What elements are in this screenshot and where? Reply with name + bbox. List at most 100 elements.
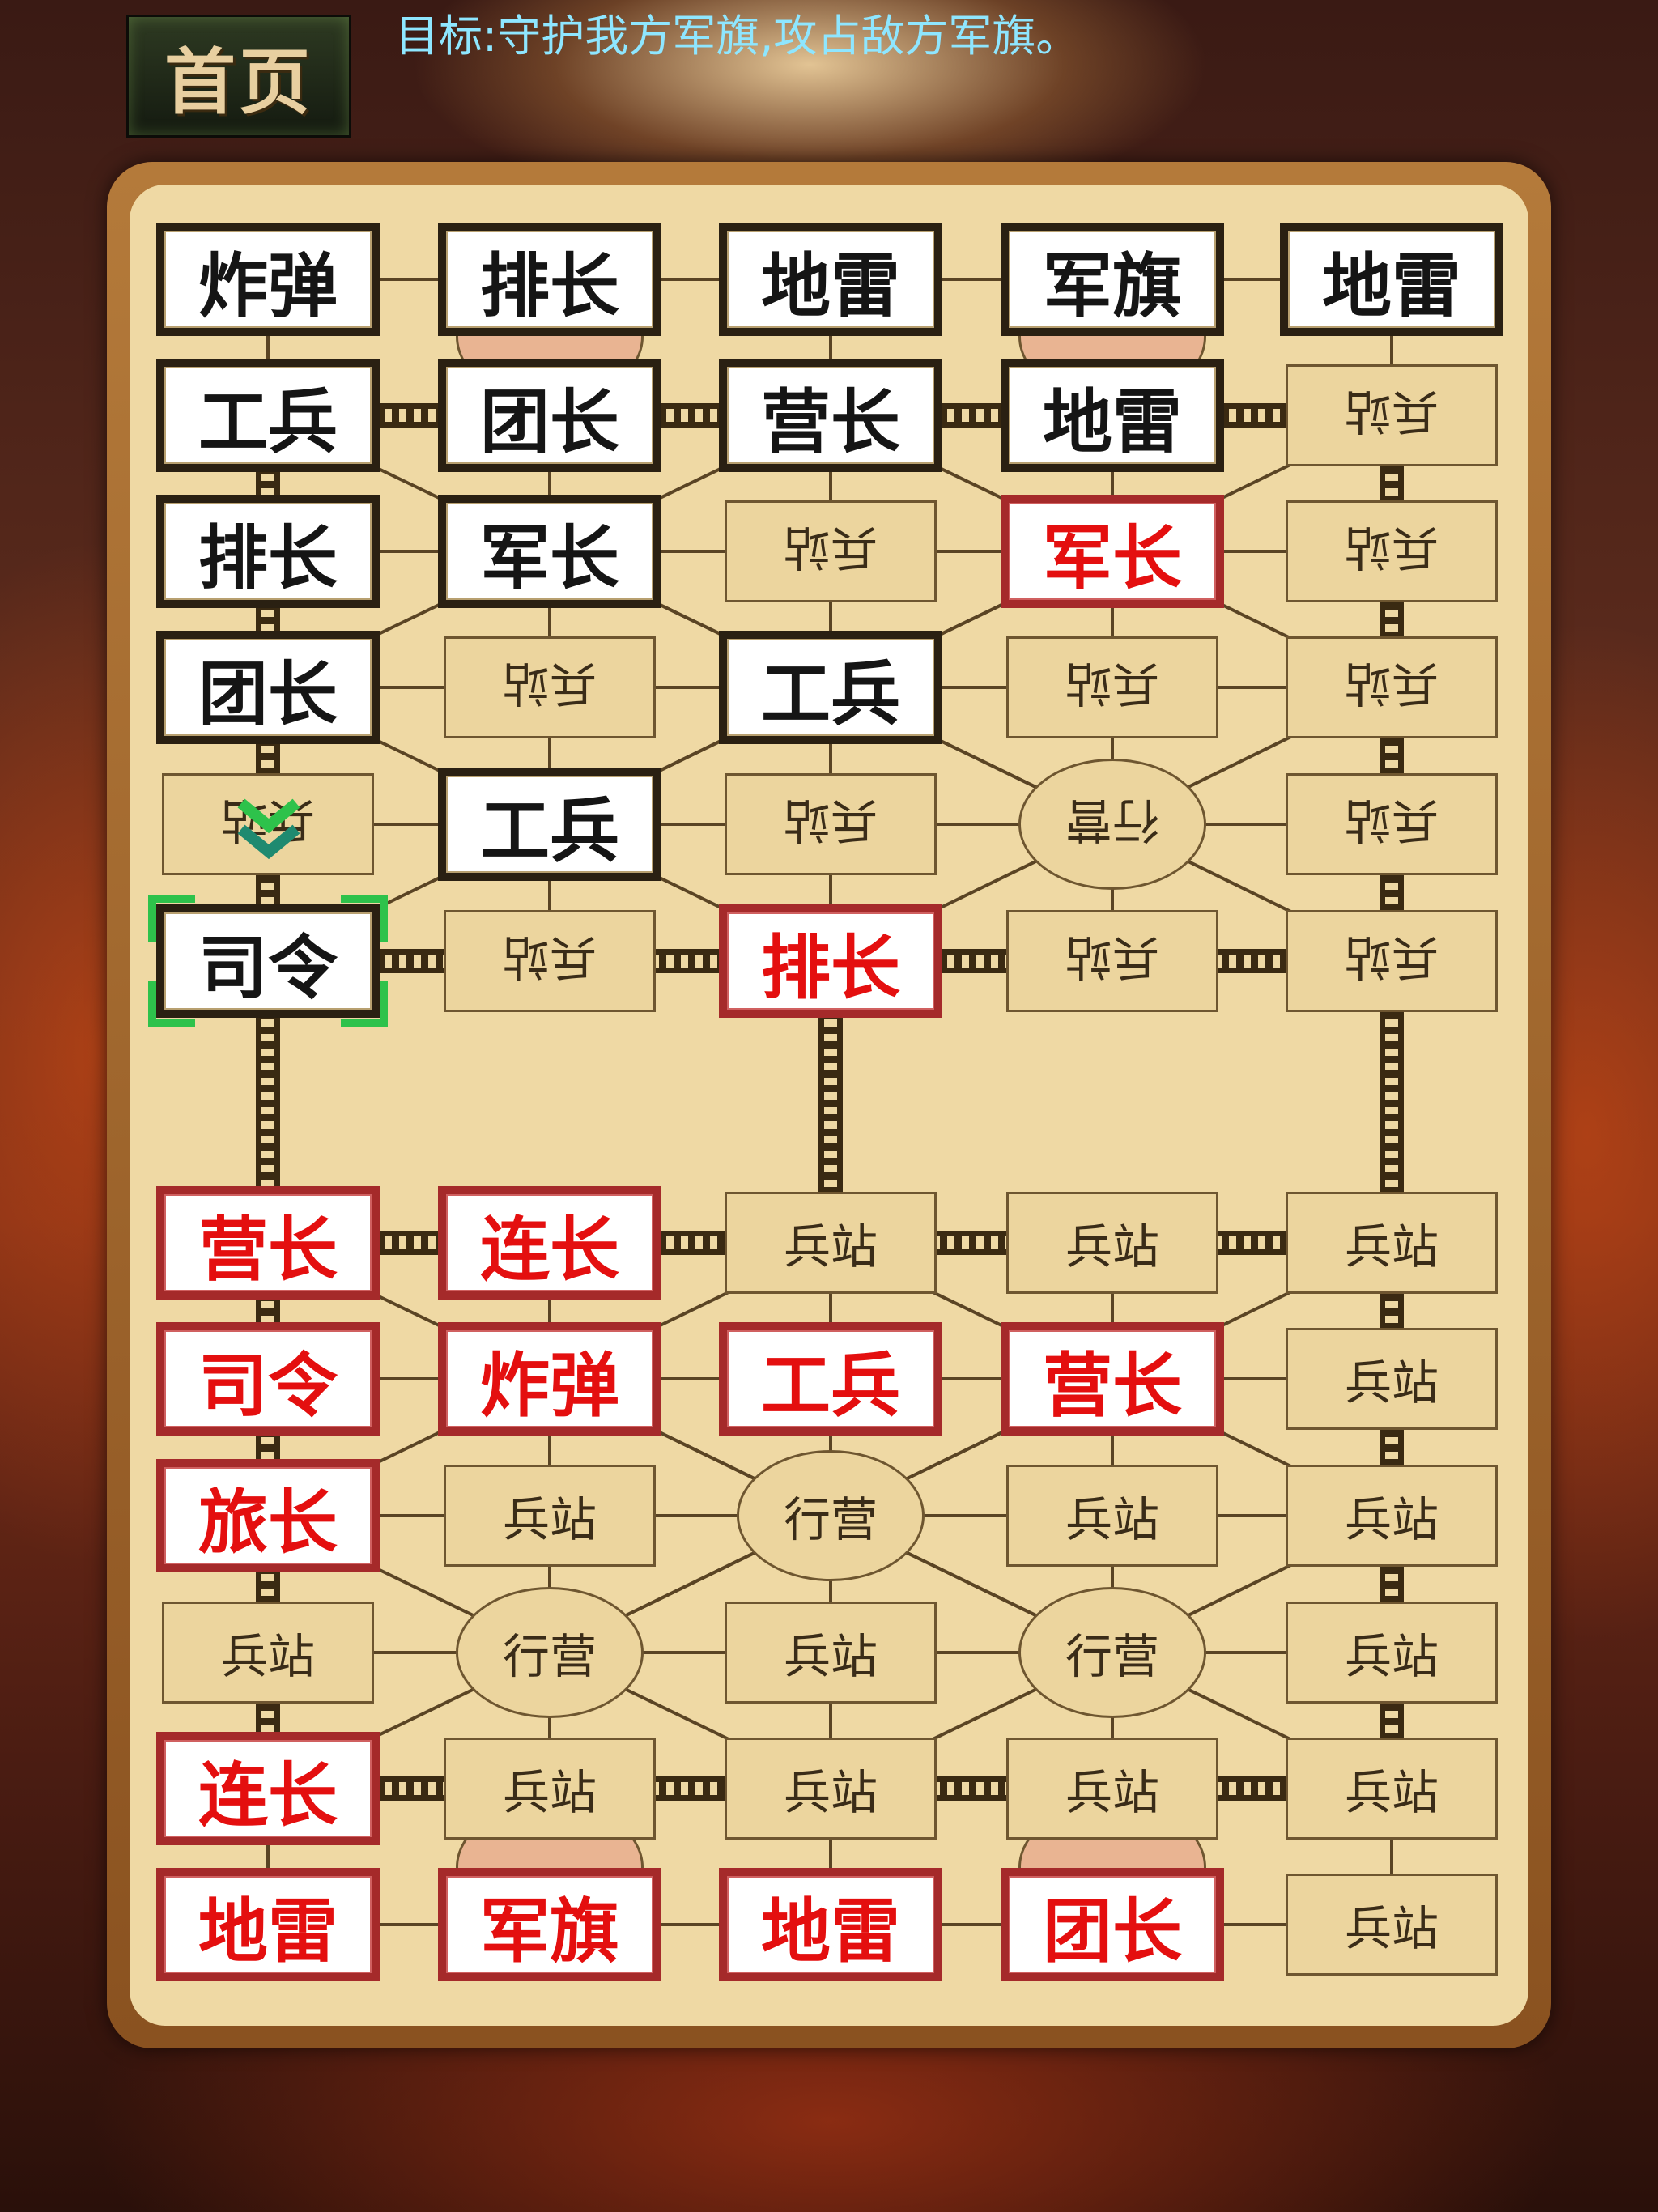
station[interactable]: 兵站 (1286, 500, 1498, 602)
cell-label: 兵站 (1344, 384, 1439, 439)
enemy-piece[interactable]: 地雷 (719, 223, 942, 336)
piece-label: 地雷 (761, 1890, 900, 1972)
selection-corner (341, 895, 388, 942)
cell-label: 兵站 (1065, 1492, 1159, 1547)
station[interactable]: 兵站 (1286, 1328, 1498, 1430)
piece-label: 地雷 (1322, 245, 1461, 327)
cell-label: 行营 (1065, 793, 1159, 848)
cell-label: 兵站 (220, 1629, 315, 1684)
cell-label: 兵站 (783, 1219, 878, 1274)
station[interactable]: 兵站 (725, 500, 937, 602)
cell-label: 兵站 (502, 929, 597, 985)
station[interactable]: 兵站 (1286, 1465, 1498, 1567)
station[interactable]: 兵站 (1286, 1738, 1498, 1840)
cell-label: 兵站 (502, 656, 597, 711)
cell-label: 兵站 (1344, 656, 1439, 711)
selection-corner (341, 981, 388, 1027)
station[interactable]: 兵站 (1006, 910, 1218, 1012)
piece-label: 团长 (1043, 1890, 1182, 1972)
enemy-piece[interactable]: 司令 (156, 904, 380, 1018)
enemy-piece[interactable]: 排长 (156, 495, 380, 608)
station[interactable]: 兵站 (725, 1602, 937, 1704)
enemy-piece[interactable]: 地雷 (1280, 223, 1503, 336)
enemy-piece[interactable]: 工兵 (156, 359, 380, 472)
cell-label: 兵站 (783, 1629, 878, 1684)
enemy-piece[interactable]: 地雷 (1001, 359, 1224, 472)
enemy-piece[interactable]: 团长 (438, 359, 661, 472)
player-piece[interactable]: 军旗 (438, 1868, 661, 1981)
camp[interactable]: 行营 (1018, 759, 1206, 890)
camp[interactable]: 行营 (456, 1587, 644, 1718)
station[interactable]: 兵站 (1286, 364, 1498, 466)
station[interactable]: 兵站 (1006, 1738, 1218, 1840)
cell-label: 兵站 (502, 1765, 597, 1820)
station[interactable]: 兵站 (725, 773, 937, 875)
cell-label: 兵站 (1344, 1765, 1439, 1820)
piece-label: 军长 (1043, 517, 1182, 599)
objective-text: 目标:守护我方军旗,攻占敌方军旗。 (395, 11, 1080, 62)
station[interactable]: 兵站 (1286, 910, 1498, 1012)
cell-label: 兵站 (783, 520, 878, 575)
piece-label: 团长 (198, 653, 338, 735)
cell-label: 兵站 (1065, 1219, 1159, 1274)
player-piece[interactable]: 营长 (1001, 1322, 1224, 1436)
cell-label: 兵站 (1344, 1901, 1439, 1956)
piece-label: 排长 (480, 245, 619, 327)
station[interactable]: 兵站 (444, 636, 656, 738)
player-piece[interactable]: 排长 (719, 904, 942, 1018)
piece-label: 地雷 (761, 245, 900, 327)
cell-label: 兵站 (1344, 1355, 1439, 1410)
station[interactable]: 兵站 (1286, 1602, 1498, 1704)
camp[interactable]: 行营 (1018, 1587, 1206, 1718)
piece-label: 军旗 (480, 1890, 619, 1972)
piece-label: 军长 (480, 517, 619, 599)
station[interactable]: 兵站 (162, 1602, 374, 1704)
piece-label: 地雷 (198, 1890, 338, 1972)
piece-label: 营长 (198, 1208, 338, 1291)
station[interactable]: 兵站 (1286, 636, 1498, 738)
station[interactable]: 兵站 (1286, 1874, 1498, 1976)
cell-label: 兵站 (1344, 520, 1439, 575)
player-piece[interactable]: 司令 (156, 1322, 380, 1436)
station[interactable]: 兵站 (1006, 636, 1218, 738)
double-chevron-down-icon (237, 798, 300, 860)
home-button[interactable]: 首页 (126, 15, 351, 138)
cell-label: 行营 (502, 1629, 597, 1684)
player-piece[interactable]: 旅长 (156, 1459, 380, 1572)
enemy-piece[interactable]: 工兵 (719, 631, 942, 744)
enemy-piece[interactable]: 军旗 (1001, 223, 1224, 336)
player-piece[interactable]: 炸弹 (438, 1322, 661, 1436)
station[interactable]: 兵站 (444, 1738, 656, 1840)
enemy-piece[interactable]: 炸弹 (156, 223, 380, 336)
station[interactable]: 兵站 (725, 1738, 937, 1840)
camp[interactable]: 行营 (737, 1450, 925, 1581)
piece-label: 炸弹 (198, 245, 338, 327)
player-piece[interactable]: 团长 (1001, 1868, 1224, 1981)
enemy-piece[interactable]: 营长 (719, 359, 942, 472)
cell-label: 行营 (1065, 1629, 1159, 1684)
player-piece[interactable]: 营长 (156, 1186, 380, 1300)
station[interactable]: 兵站 (444, 1465, 656, 1567)
player-piece[interactable]: 工兵 (719, 1322, 942, 1436)
enemy-piece[interactable]: 工兵 (438, 768, 661, 881)
player-piece[interactable]: 军长 (1001, 495, 1224, 608)
player-piece[interactable]: 地雷 (719, 1868, 942, 1981)
station[interactable]: 兵站 (1006, 1465, 1218, 1567)
piece-label: 旅长 (198, 1481, 338, 1563)
enemy-piece[interactable]: 排长 (438, 223, 661, 336)
player-piece[interactable]: 连长 (156, 1732, 380, 1845)
player-piece[interactable]: 地雷 (156, 1868, 380, 1981)
enemy-piece[interactable]: 团长 (156, 631, 380, 744)
player-piece[interactable]: 连长 (438, 1186, 661, 1300)
station[interactable]: 兵站 (725, 1192, 937, 1294)
selection-corner (148, 981, 195, 1027)
cell-label: 兵站 (1344, 929, 1439, 985)
cell-label: 兵站 (1065, 929, 1159, 985)
station[interactable]: 兵站 (1006, 1192, 1218, 1294)
piece-label: 工兵 (198, 381, 338, 463)
station[interactable]: 兵站 (1286, 1192, 1498, 1294)
enemy-piece[interactable]: 军长 (438, 495, 661, 608)
cell-label: 兵站 (1344, 1219, 1439, 1274)
station[interactable]: 兵站 (444, 910, 656, 1012)
station[interactable]: 兵站 (1286, 773, 1498, 875)
